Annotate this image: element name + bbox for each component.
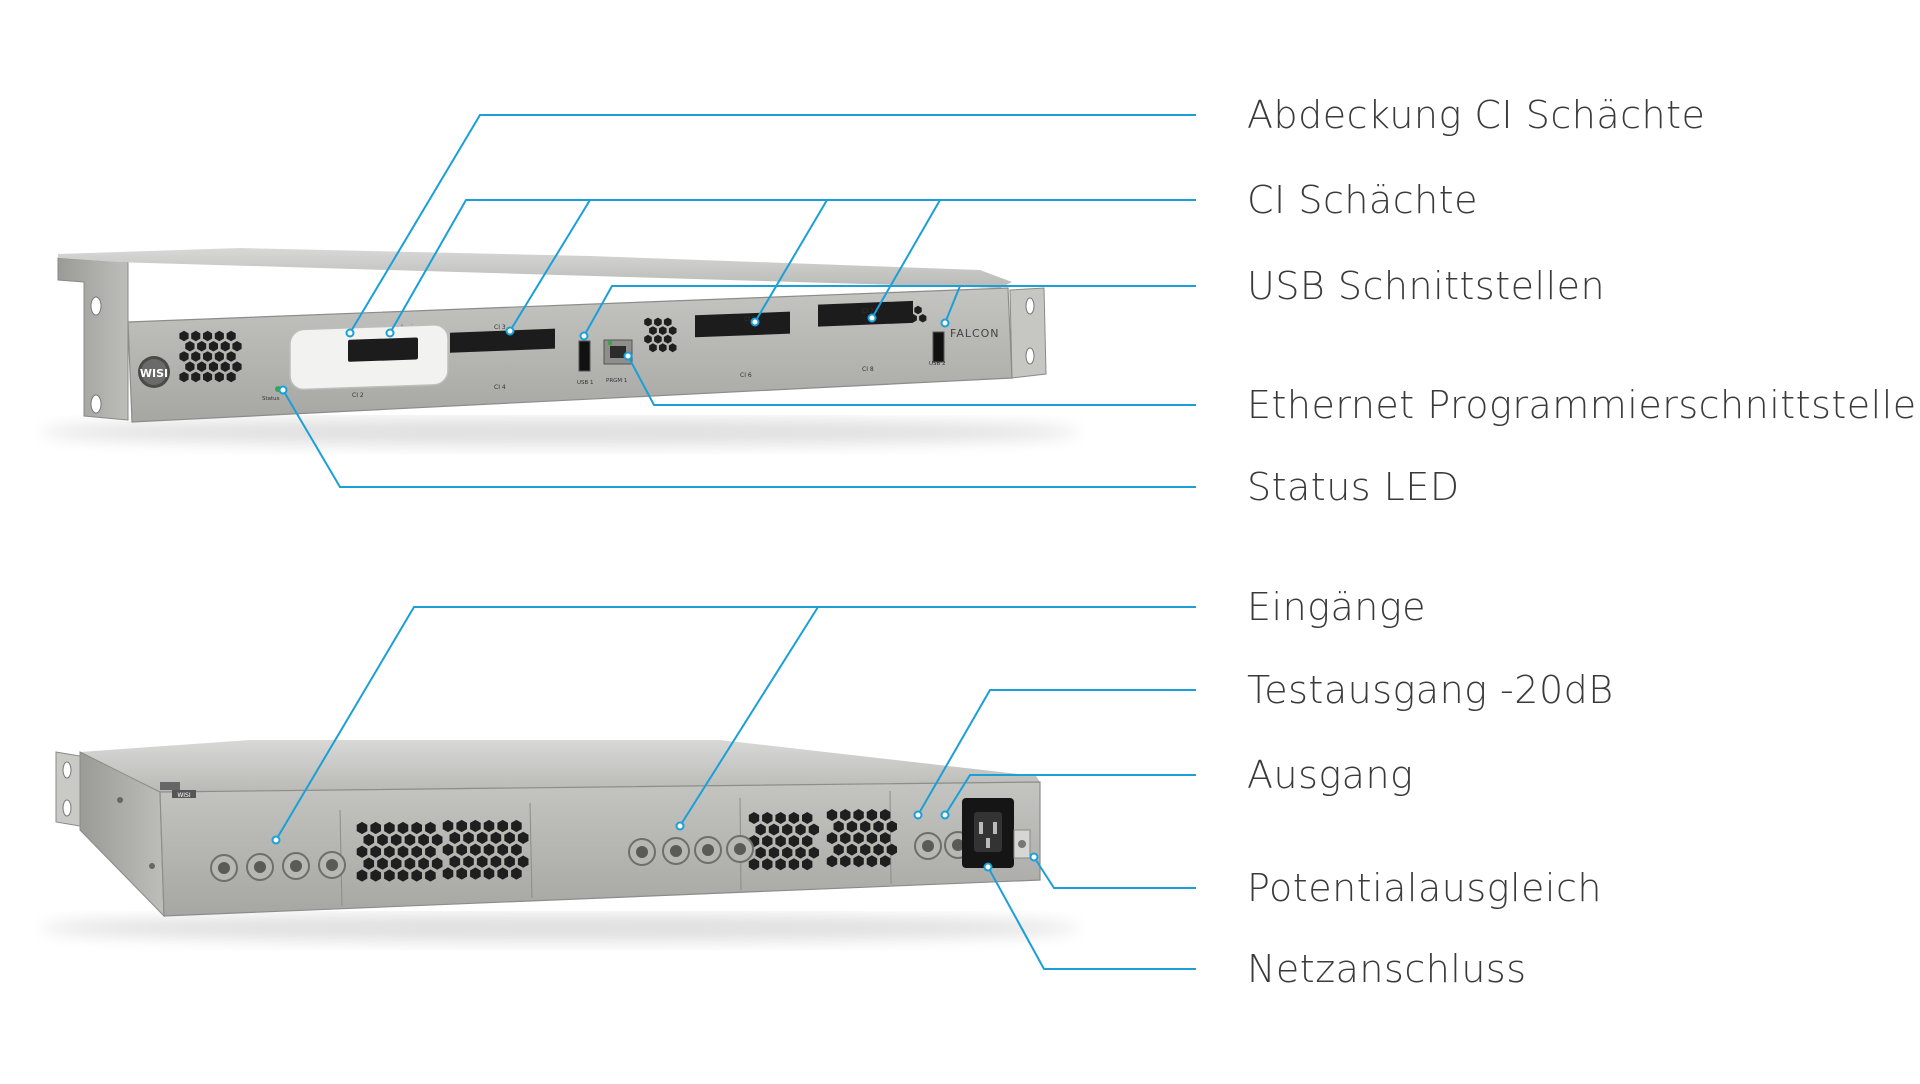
usb1-label: USB 1 bbox=[577, 380, 594, 386]
status-label: Status bbox=[262, 396, 280, 402]
label-ci-slots: CI Schächte bbox=[1247, 178, 1478, 222]
front-device-top bbox=[58, 248, 1012, 288]
grounding-terminal bbox=[1013, 829, 1031, 859]
usb-port-2 bbox=[932, 331, 945, 363]
ci-label-2: CI 2 bbox=[352, 392, 364, 399]
leader-lines bbox=[271, 114, 1196, 970]
label-power: Netzanschluss bbox=[1247, 947, 1527, 991]
f-connector-3 bbox=[282, 852, 310, 880]
label-usb: USB Schnittstellen bbox=[1247, 264, 1606, 308]
front-device: WISI CI 2 CI 3 CI 4 CI 5 CI 6 CI 7 CI 8 … bbox=[40, 248, 1080, 446]
leader-ethernet bbox=[623, 351, 1196, 406]
ci-label-4: CI 4 bbox=[494, 384, 506, 391]
rear-fan-pattern bbox=[356, 809, 897, 882]
ci-label-7: CI 7 bbox=[862, 308, 874, 315]
wisi-logo-rear bbox=[172, 790, 196, 798]
leader-output bbox=[940, 774, 1196, 820]
falcon-logo: FALCON bbox=[950, 327, 1000, 340]
rack-ear-left bbox=[57, 257, 129, 421]
leader-power bbox=[983, 862, 1196, 970]
ci-label-8: CI 8 bbox=[862, 366, 874, 373]
rear-device: WISI bbox=[40, 740, 1080, 942]
f-connector-5 bbox=[628, 838, 656, 866]
power-socket bbox=[962, 798, 1014, 868]
ci-slot-cover bbox=[289, 324, 449, 391]
usb2-label: USB 2 bbox=[929, 361, 946, 367]
f-connector-9 bbox=[914, 832, 942, 860]
label-output: Ausgang bbox=[1247, 753, 1414, 797]
f-connector-6 bbox=[662, 837, 690, 865]
ci-label-6: CI 6 bbox=[740, 372, 752, 379]
ci-label-5: CI 5 bbox=[744, 316, 756, 323]
label-test-output: Testausgang -20dB bbox=[1247, 668, 1614, 712]
ci-label-3: CI 3 bbox=[494, 324, 506, 331]
label-grounding: Potentialausgleich bbox=[1247, 866, 1602, 910]
rear-fan-1 bbox=[356, 821, 443, 882]
leader-usb bbox=[579, 285, 1196, 341]
front-vent-left bbox=[179, 330, 242, 383]
rear-panel bbox=[159, 781, 1041, 917]
prgm-label: PRGM 1 bbox=[606, 378, 627, 384]
ci-slot-6 bbox=[695, 311, 790, 338]
rack-ear-right bbox=[1009, 287, 1047, 379]
leader-grounding bbox=[1029, 852, 1196, 889]
leader-ci-cover bbox=[345, 114, 1196, 338]
rear-fan-4 bbox=[826, 809, 897, 868]
usb-port-1 bbox=[578, 340, 591, 372]
leader-test-output bbox=[913, 689, 1196, 820]
rear-fan-3 bbox=[748, 812, 819, 871]
ci-slot-8 bbox=[818, 300, 913, 327]
f-connector-2 bbox=[246, 853, 274, 881]
wisi-logo-rear-text: WISI bbox=[177, 792, 191, 799]
wisi-logo-front: WISI bbox=[138, 356, 170, 388]
rear-device-top bbox=[80, 740, 1040, 792]
leader-ci-slots bbox=[385, 199, 1196, 338]
label-status-led: Status LED bbox=[1247, 465, 1460, 509]
f-connector-8 bbox=[726, 835, 754, 863]
rear-fan-2 bbox=[442, 819, 529, 880]
f-connector-4 bbox=[318, 851, 346, 879]
ci-slot-4 bbox=[450, 328, 555, 353]
leader-status bbox=[278, 385, 1196, 488]
label-inputs: Eingänge bbox=[1247, 585, 1427, 629]
label-ci-cover: Abdeckung CI Schächte bbox=[1247, 93, 1706, 137]
label-ethernet: Ethernet Programmierschnittstelle bbox=[1247, 383, 1917, 427]
leader-inputs bbox=[271, 606, 1196, 845]
f-connector-7 bbox=[694, 836, 722, 864]
front-vent-b bbox=[644, 317, 677, 353]
f-connector-1 bbox=[210, 854, 238, 882]
wisi-logo-text: WISI bbox=[140, 367, 168, 380]
